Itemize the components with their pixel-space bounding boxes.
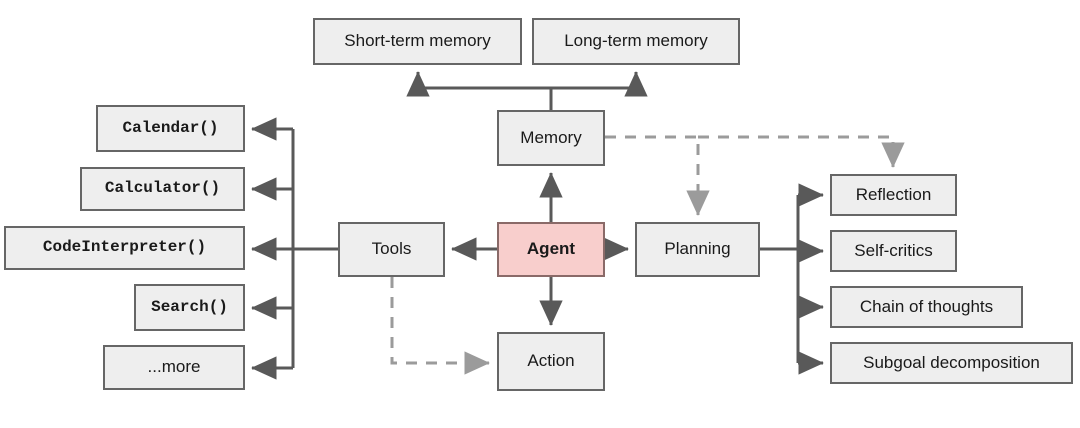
node-label: Search() [151,297,228,316]
node-subgoal-decomposition[interactable]: Subgoal decomposition [830,342,1073,384]
edge-tools-dashed-to-action [390,277,490,375]
node-label: Calculator() [104,179,221,198]
node-label: Planning [664,239,731,259]
node-calculator[interactable]: Calculator() [80,167,245,211]
node-search[interactable]: Search() [134,284,245,331]
node-tools[interactable]: Tools [338,222,445,277]
node-label: Long-term memory [564,31,708,51]
edge-memory-to-long-term [551,71,648,97]
edge-memory-dashed-to-reflection [698,135,905,168]
node-memory[interactable]: Memory [497,110,605,166]
node-long-term-memory[interactable]: Long-term memory [532,18,740,65]
node-label: ...more [147,357,201,377]
node-more[interactable]: ...more [103,345,245,390]
node-label: Action [527,351,575,371]
node-code-interpreter[interactable]: CodeInterpreter() [4,226,245,270]
node-action[interactable]: Action [497,332,605,391]
node-self-critics[interactable]: Self-critics [830,230,957,272]
node-label: Chain of thoughts [859,296,994,316]
node-label: Short-term memory [344,31,491,51]
node-chain-of-thoughts[interactable]: Chain of thoughts [830,286,1023,328]
node-label: Agent [526,239,576,259]
node-label: Self-critics [854,240,933,260]
edge-memory-to-short-term [406,71,553,110]
node-label: CodeInterpreter() [42,238,207,257]
node-label: Calendar() [122,118,219,137]
node-calendar[interactable]: Calendar() [96,105,245,152]
node-planning[interactable]: Planning [635,222,760,277]
node-label: Tools [371,239,412,259]
node-label: Memory [520,127,582,147]
node-short-term-memory[interactable]: Short-term memory [313,18,522,65]
node-reflection[interactable]: Reflection [830,174,957,216]
node-label: Reflection [855,184,932,204]
edge-memory-dashed-to-planning [605,135,710,216]
node-label: Subgoal decomposition [863,352,1040,372]
node-agent[interactable]: Agent [497,222,605,277]
